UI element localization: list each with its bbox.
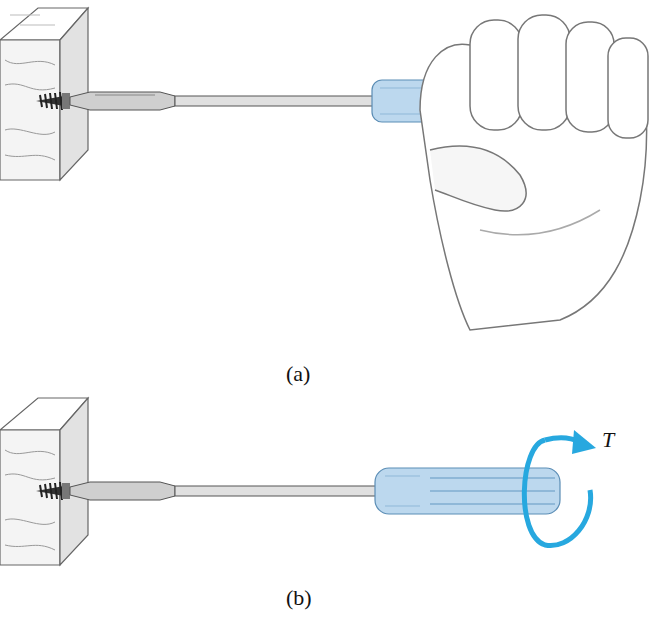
torque-symbol: T [602, 428, 614, 452]
wood-block [0, 8, 88, 180]
torque-arrow [524, 430, 596, 546]
hand [420, 15, 648, 330]
screwdriver [70, 468, 560, 514]
screw [36, 92, 70, 110]
screwdriver [70, 80, 452, 122]
screw [36, 482, 70, 500]
wood-block [0, 398, 88, 565]
subfigure-label: (b) [286, 586, 312, 610]
subfigure-label: (a) [286, 362, 310, 386]
